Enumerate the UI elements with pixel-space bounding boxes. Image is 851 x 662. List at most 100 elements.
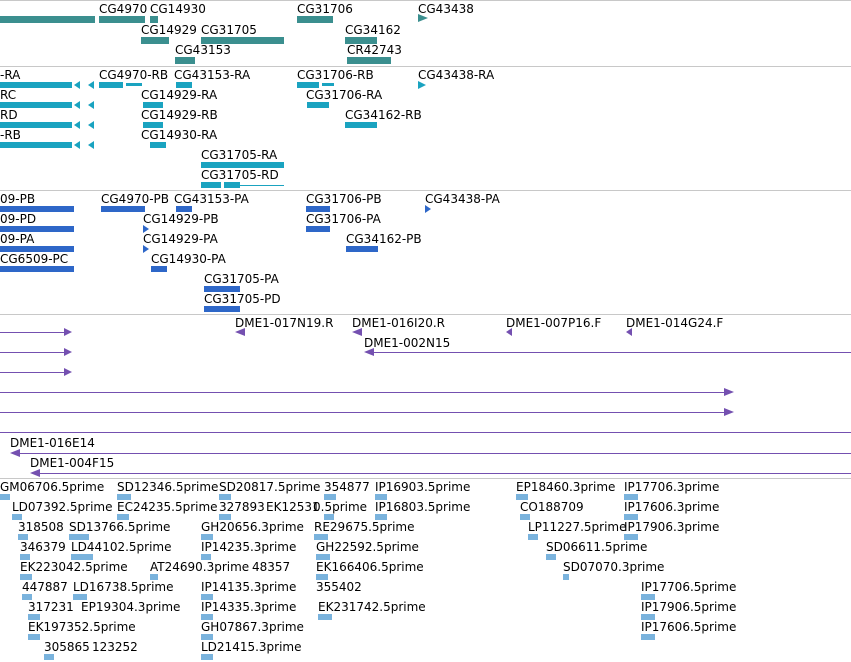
transcript-feature[interactable] bbox=[345, 122, 377, 128]
est-feature[interactable] bbox=[324, 494, 336, 500]
protein-label[interactable]: CG43438-PA bbox=[425, 192, 500, 206]
est-label[interactable]: IP17606.5prime bbox=[641, 620, 737, 634]
protein-label[interactable]: CG34162-PB bbox=[346, 232, 422, 246]
est-feature[interactable] bbox=[201, 654, 213, 660]
protein-feature[interactable] bbox=[0, 206, 74, 212]
est-label[interactable]: IP14235.3prime bbox=[201, 540, 297, 554]
transcript-feature[interactable] bbox=[150, 142, 166, 148]
protein-label[interactable]: 09-PA bbox=[0, 232, 35, 246]
gene-feature[interactable] bbox=[347, 57, 391, 64]
est-label[interactable]: IP17906.3prime bbox=[624, 520, 720, 534]
gene-feature[interactable] bbox=[345, 37, 377, 44]
gene-label[interactable]: CR42743 bbox=[347, 43, 402, 57]
est-label[interactable]: LD16738.5prime bbox=[73, 580, 174, 594]
protein-feature[interactable] bbox=[101, 206, 145, 212]
clone-feature[interactable] bbox=[40, 473, 851, 474]
gene-label[interactable]: CG31705 bbox=[201, 23, 257, 37]
protein-feature[interactable] bbox=[151, 266, 167, 272]
est-feature[interactable] bbox=[316, 574, 328, 580]
clone-label[interactable]: DME1-004F15 bbox=[30, 456, 115, 470]
transcript-label[interactable]: CG43438-RA bbox=[418, 68, 495, 82]
est-feature[interactable] bbox=[324, 514, 334, 520]
clone-label[interactable]: DME1-002N15 bbox=[364, 336, 451, 350]
clone-label[interactable]: DME1-014G24.F bbox=[626, 316, 724, 330]
clone-label[interactable]: DME1-016E14 bbox=[10, 436, 95, 450]
protein-label[interactable]: CG14929-PA bbox=[143, 232, 218, 246]
clone-feature[interactable] bbox=[20, 453, 851, 454]
transcript-feature[interactable] bbox=[0, 82, 72, 88]
transcript-feature[interactable] bbox=[322, 83, 334, 86]
est-feature[interactable] bbox=[316, 554, 330, 560]
est-feature[interactable] bbox=[150, 574, 158, 580]
est-feature[interactable] bbox=[641, 614, 655, 620]
clone-feature[interactable] bbox=[0, 392, 724, 393]
transcript-feature[interactable] bbox=[201, 182, 221, 188]
transcript-label[interactable]: -RB bbox=[0, 128, 21, 142]
transcript-feature[interactable] bbox=[0, 122, 72, 128]
gene-feature[interactable] bbox=[201, 37, 284, 44]
est-feature[interactable] bbox=[12, 514, 22, 520]
transcript-label[interactable]: CG31705-RD bbox=[201, 168, 279, 182]
est-feature[interactable] bbox=[71, 554, 93, 560]
transcript-feature[interactable] bbox=[307, 102, 329, 108]
clone-feature[interactable] bbox=[0, 352, 64, 353]
est-label[interactable]: EK12531 bbox=[266, 500, 320, 514]
est-feature[interactable] bbox=[201, 554, 211, 560]
transcript-label[interactable]: CG4970-RB bbox=[99, 68, 169, 82]
protein-feature[interactable] bbox=[346, 246, 378, 252]
transcript-feature[interactable] bbox=[99, 82, 123, 88]
est-label[interactable]: AT24690.3prime bbox=[150, 560, 250, 574]
gene-feature[interactable] bbox=[297, 16, 333, 23]
gene-feature[interactable] bbox=[150, 16, 158, 23]
est-label[interactable]: GM06706.5prime bbox=[0, 480, 105, 494]
transcript-feature[interactable] bbox=[0, 142, 72, 148]
est-feature[interactable] bbox=[641, 594, 655, 600]
est-label[interactable]: 305865 bbox=[44, 640, 90, 654]
est-label[interactable]: 318508 bbox=[18, 520, 64, 534]
est-feature[interactable] bbox=[520, 514, 530, 520]
est-label[interactable]: LP11227.5prime bbox=[528, 520, 627, 534]
est-label[interactable]: IP14335.3prime bbox=[201, 600, 297, 614]
clone-label[interactable]: DME1-007P16.F bbox=[506, 316, 602, 330]
est-label[interactable]: RE29675.5prime bbox=[314, 520, 415, 534]
protein-label[interactable]: CG6509-PC bbox=[0, 252, 69, 266]
transcript-feature[interactable] bbox=[297, 82, 319, 88]
est-label[interactable]: SD20817.5prime bbox=[219, 480, 321, 494]
gene-label[interactable]: CG31706 bbox=[297, 2, 353, 16]
est-label[interactable]: SD13766.5prime bbox=[69, 520, 171, 534]
protein-label[interactable]: CG31706-PB bbox=[306, 192, 382, 206]
protein-label[interactable]: CG14930-PA bbox=[151, 252, 226, 266]
est-feature[interactable] bbox=[69, 534, 89, 540]
est-feature[interactable] bbox=[28, 634, 40, 640]
est-label[interactable]: GH20656.3prime bbox=[201, 520, 304, 534]
transcript-feature[interactable] bbox=[143, 122, 163, 128]
est-feature[interactable] bbox=[20, 554, 30, 560]
est-label[interactable]: IP17606.3prime bbox=[624, 500, 720, 514]
gene-label[interactable]: CG14929 bbox=[141, 23, 197, 37]
est-feature[interactable] bbox=[44, 654, 54, 660]
est-label[interactable]: IP17706.5prime bbox=[641, 580, 737, 594]
gene-label[interactable]: CG43438 bbox=[418, 2, 474, 16]
clone-feature[interactable] bbox=[0, 432, 851, 433]
clone-feature[interactable] bbox=[0, 372, 64, 373]
transcript-label[interactable]: CG14930-RA bbox=[141, 128, 218, 142]
est-label[interactable]: GH07867.3prime bbox=[201, 620, 304, 634]
transcript-feature[interactable] bbox=[143, 102, 163, 108]
est-feature[interactable] bbox=[528, 534, 538, 540]
transcript-label[interactable]: RC bbox=[0, 88, 17, 102]
transcript-label[interactable]: RD bbox=[0, 108, 18, 122]
protein-label[interactable]: CG31705-PA bbox=[204, 272, 279, 286]
transcript-feature[interactable] bbox=[201, 162, 284, 168]
est-feature[interactable] bbox=[314, 534, 328, 540]
est-feature[interactable] bbox=[641, 634, 655, 640]
est-label[interactable]: LD07392.5prime bbox=[12, 500, 113, 514]
est-label[interactable]: EP18460.3prime bbox=[516, 480, 616, 494]
est-feature[interactable] bbox=[117, 494, 131, 500]
protein-feature[interactable] bbox=[306, 206, 330, 212]
transcript-feature[interactable] bbox=[0, 102, 72, 108]
protein-label[interactable]: CG31705-PD bbox=[204, 292, 281, 306]
protein-feature[interactable] bbox=[204, 286, 240, 292]
transcript-feature[interactable] bbox=[224, 182, 240, 188]
clone-feature[interactable] bbox=[0, 332, 64, 333]
est-feature[interactable] bbox=[318, 614, 332, 620]
